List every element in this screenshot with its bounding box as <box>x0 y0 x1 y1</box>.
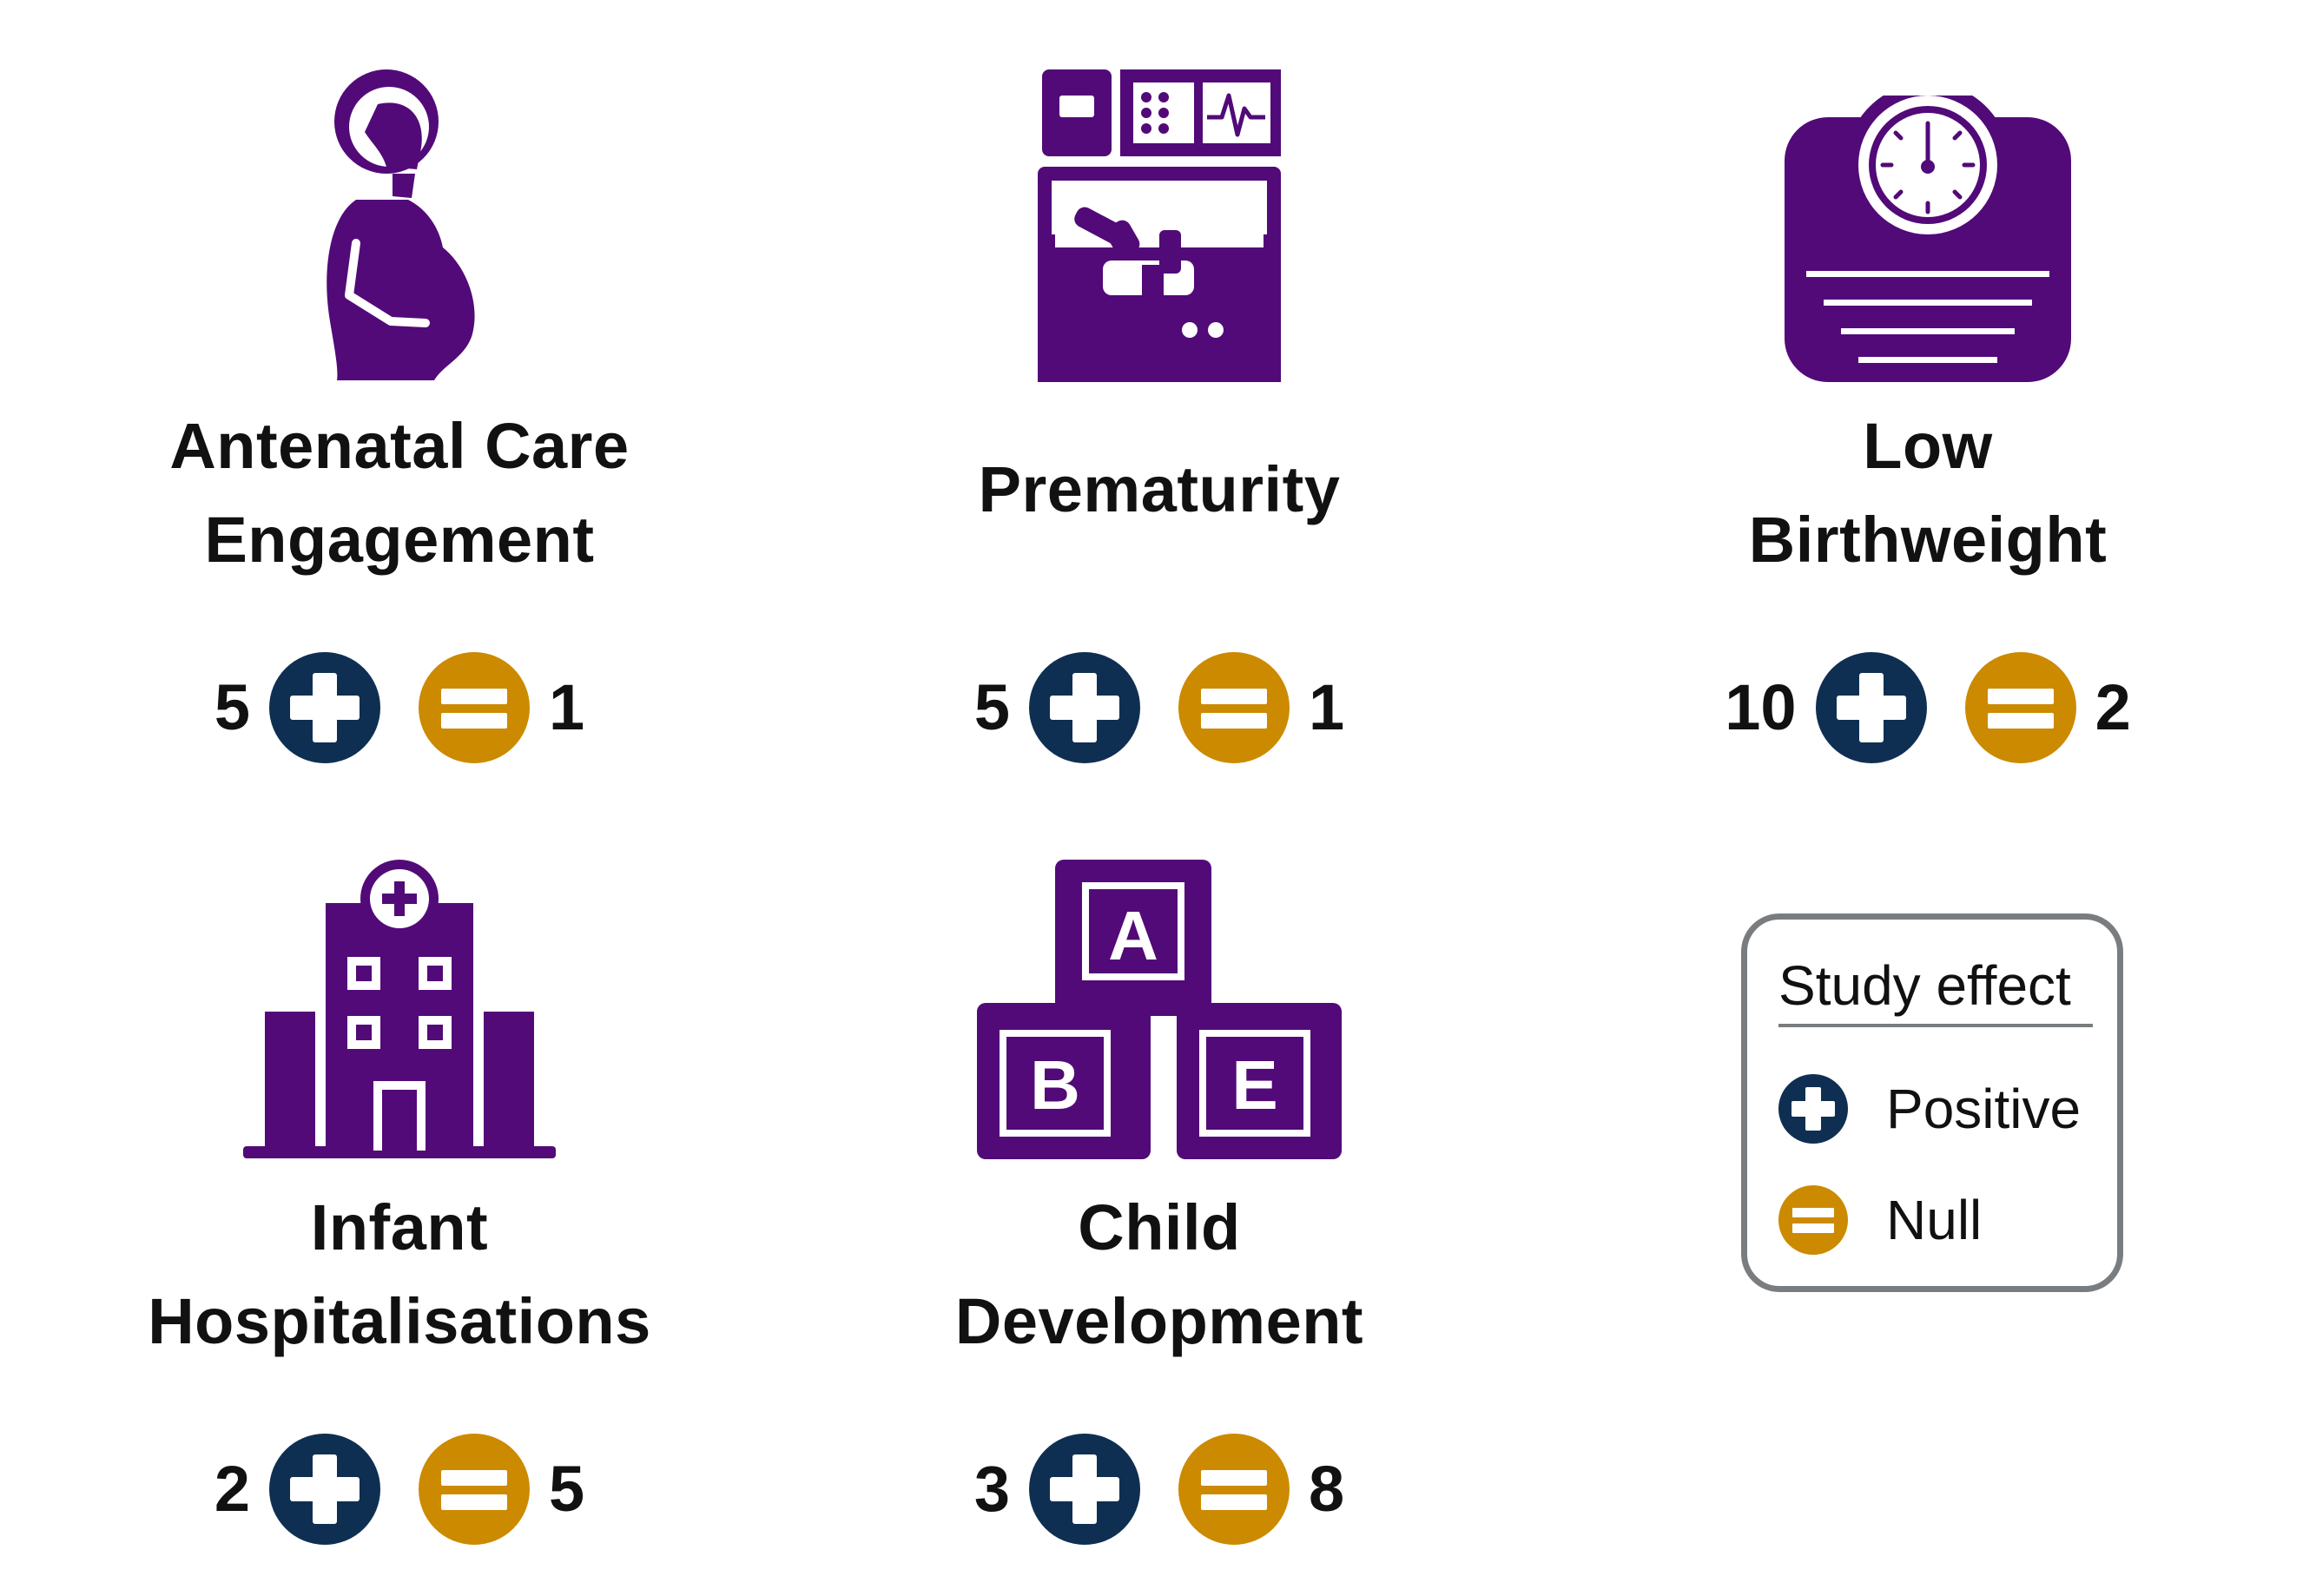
positive-badge-icon <box>1815 652 1927 763</box>
null-count: 1 <box>549 671 585 743</box>
incubator-icon <box>803 17 1515 382</box>
positive-legend-icon <box>1778 1074 1848 1144</box>
positive-count: 5 <box>973 671 1010 743</box>
effect-counts: 5 1 <box>803 651 1515 764</box>
legend-item-positive: Positive <box>1778 1072 2081 1145</box>
outcome-title: Antenatal Care Engagement <box>169 410 630 576</box>
outcome-panel-child-development: A B E Child Development 3 8 <box>803 799 1515 1563</box>
effect-counts: 2 5 <box>43 1433 756 1546</box>
outcome-title: Prematurity <box>978 453 1341 525</box>
legend-label-null: Null <box>1886 1189 1983 1251</box>
legend-label-positive: Positive <box>1886 1078 2082 1140</box>
null-count: 2 <box>2095 671 2131 743</box>
null-badge-icon <box>1178 1434 1290 1545</box>
svg-text:B: B <box>1030 1046 1080 1124</box>
positive-count: 10 <box>1725 671 1797 743</box>
outcome-title: Infant Hospitalisations <box>148 1191 651 1357</box>
positive-badge-icon <box>1029 1434 1140 1545</box>
legend-title: Study effect <box>1778 954 2071 1017</box>
positive-count: 5 <box>214 671 250 743</box>
null-legend-icon <box>1778 1185 1848 1255</box>
outcome-panel-antenatal-care: Antenatal Care Engagement 5 1 <box>43 17 756 782</box>
null-count: 5 <box>549 1453 585 1525</box>
outcome-title: Child Development <box>954 1191 1364 1357</box>
outcome-panel-low-birthweight: Low Birthweight 10 2 <box>1572 17 2284 782</box>
effect-counts: 3 8 <box>803 1433 1515 1546</box>
svg-text:A: A <box>1108 897 1158 974</box>
null-count: 1 <box>1309 671 1345 743</box>
positive-badge-icon <box>1029 652 1140 763</box>
abc-blocks-icon: A B E <box>803 799 1515 1164</box>
effect-counts: 5 1 <box>43 651 756 764</box>
legend-divider <box>1778 1024 2093 1027</box>
positive-count: 2 <box>214 1453 250 1525</box>
hospital-icon <box>43 799 756 1164</box>
outcome-title: Low Birthweight <box>1748 410 2108 576</box>
legend: Study effect Positive Null <box>1741 913 2123 1292</box>
null-count: 8 <box>1309 1453 1345 1525</box>
null-badge-icon <box>1964 652 2076 763</box>
null-badge-icon <box>419 652 530 763</box>
legend-item-null: Null <box>1778 1184 1982 1256</box>
outcome-panel-prematurity: Prematurity 5 1 <box>803 17 1515 782</box>
positive-badge-icon <box>269 652 380 763</box>
null-badge-icon <box>1178 652 1290 763</box>
weighing-scale-icon <box>1572 17 2284 382</box>
positive-count: 3 <box>973 1453 1010 1525</box>
effect-counts: 10 2 <box>1572 651 2284 764</box>
positive-badge-icon <box>269 1434 380 1545</box>
svg-text:E: E <box>1231 1046 1277 1124</box>
pregnant-woman-icon <box>43 17 756 382</box>
outcome-panel-infant-hospitalisations: Infant Hospitalisations 2 5 <box>43 799 756 1563</box>
null-badge-icon <box>419 1434 530 1545</box>
